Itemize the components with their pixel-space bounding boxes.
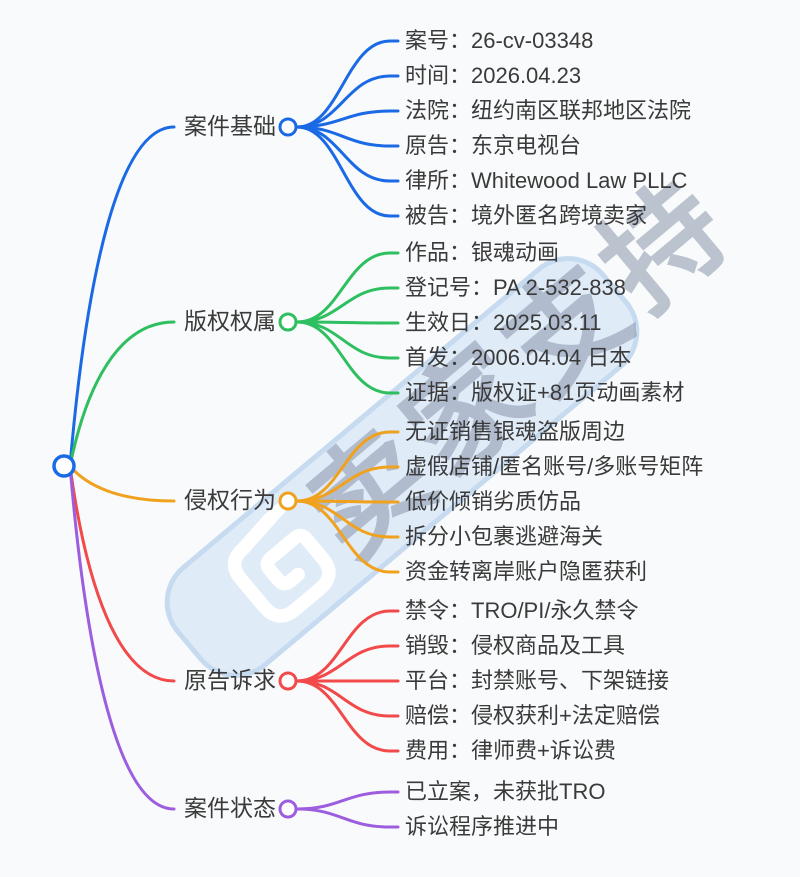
watermark-logo-icon [227,495,336,623]
child-label[interactable]: 平台：封禁账号、下架链接 [405,667,670,693]
branch-node-circle[interactable] [278,671,298,691]
child-edge [295,807,400,829]
child-label[interactable]: 费用：律师费+诉讼费 [405,737,616,763]
branch-label[interactable]: 侵权行为 [184,487,276,514]
child-label[interactable]: 法院：纽约南区联邦地区法院 [405,97,692,123]
child-edge [295,74,400,129]
branch-edge [68,125,176,468]
child-label[interactable]: 销毁：侵权商品及工具 [405,632,626,658]
watermark-banner: 卖家支持 [145,152,759,698]
child-label[interactable]: 禁令：TRO/PI/永久禁令 [405,597,639,623]
branch-edge [68,464,176,683]
child-edge [295,286,400,324]
child-label[interactable]: 登记号：PA 2-532-838 [405,274,626,300]
child-label[interactable]: 生效日：2025.03.11 [405,309,602,335]
child-label[interactable]: 律所：Whitewood Law PLLC [405,167,688,193]
child-label[interactable]: 低价倾销劣质仿品 [405,488,582,514]
child-edge [295,679,400,753]
child-label[interactable]: 案号：26-cv-03348 [405,27,594,53]
branch-label[interactable]: 版权权属 [184,308,276,335]
child-edge [295,644,400,683]
child-label[interactable]: 首发：2006.04.04 日本 [405,344,632,370]
child-label[interactable]: 拆分小包裹逃避海关 [405,523,604,549]
child-edge [295,465,400,503]
child-label[interactable]: 原告：东京电视台 [405,132,582,158]
child-label[interactable]: 赔偿：侵权获利+法定赔偿 [405,702,660,728]
branch-label[interactable]: 原告诉求 [184,667,276,694]
child-label[interactable]: 诉讼程序推进中 [405,813,560,839]
branch-node-circle[interactable] [278,312,298,332]
child-edge [295,251,400,324]
branch-node-circle[interactable] [278,491,298,511]
root-node-circle[interactable] [52,454,76,478]
child-label[interactable]: 无证销售银魂盗版周边 [405,418,626,444]
child-edge [295,499,400,574]
child-edge [295,39,400,129]
child-label[interactable]: 时间：2026.04.23 [405,62,582,88]
child-label[interactable]: 被告：境外匿名跨境卖家 [405,202,648,228]
child-label[interactable]: 虚假店铺/匿名账号/多账号矩阵 [405,453,704,479]
child-label[interactable]: 资金转离岸账户隐匿获利 [405,558,648,584]
child-edge [295,125,400,218]
child-label[interactable]: 作品：银魂动画 [405,239,560,265]
branch-label[interactable]: 案件状态 [184,795,276,822]
child-label[interactable]: 已立案，未获批TRO [405,778,606,804]
branch-edge [68,320,176,468]
branch-label[interactable]: 案件基础 [184,113,276,140]
branch-edge [68,464,176,811]
branch-node-circle[interactable] [278,799,298,819]
child-edge [295,320,400,395]
branch-edge [68,464,176,503]
branch-node-circle[interactable] [278,117,298,137]
child-edge [295,609,400,683]
child-label[interactable]: 证据：版权证+81页动画素材 [405,379,685,405]
child-edge [295,430,400,503]
